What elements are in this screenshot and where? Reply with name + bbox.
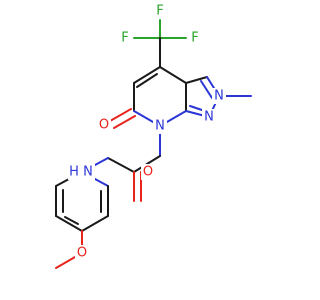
atom-labels: F F F N N N O O [68,3,226,261]
f-atom-1: F [118,30,132,46]
f-atom-2: F [153,3,167,19]
n-amide-atom: N [81,164,95,180]
bond-c3a-c3 [185,76,208,84]
bond-ar-c2-c3 [81,215,109,232]
bond-ar-c3-c4 [55,215,83,232]
bond-c3-n2-double [200,80,213,99]
o-ring-carbonyl-label: O [99,118,109,133]
bond-c4-c5-double [136,73,158,88]
n-ring-atom: N [153,118,167,134]
bond-c6-o-1 [109,108,132,122]
n2-methyl-atom: N [212,88,226,104]
n2-methyl-label: N [214,89,224,104]
o-methoxy-atom: O [75,245,89,261]
bond-c3a-c4 [159,66,187,84]
o-methoxy-label: O [77,246,87,261]
bond-ch2-amide-c [107,157,135,173]
o-amide-label: O [143,165,153,180]
n-amide-label: N [83,165,93,180]
n-pyrazole-label: N [204,110,214,125]
molecule-diagram: F F F N N N O O [55,3,252,269]
bond-ar-inner-3 [64,216,79,225]
f-label-3: F [191,31,198,46]
h-amide-atom: H [68,164,81,180]
n-pyrazole-atom: N [202,109,216,125]
bond-c4-c5 [133,66,161,84]
f-label-1: F [121,31,128,46]
h-amide-label: H [69,165,79,180]
f-atom-3: F [188,30,202,46]
o-amide-atom: O [141,164,155,180]
n-ring-label: N [155,119,165,134]
o-ring-carbonyl-atom: O [97,117,111,133]
bond-c6-o-2 [113,115,136,129]
f-label-2: F [156,4,163,19]
bonds [55,19,252,269]
